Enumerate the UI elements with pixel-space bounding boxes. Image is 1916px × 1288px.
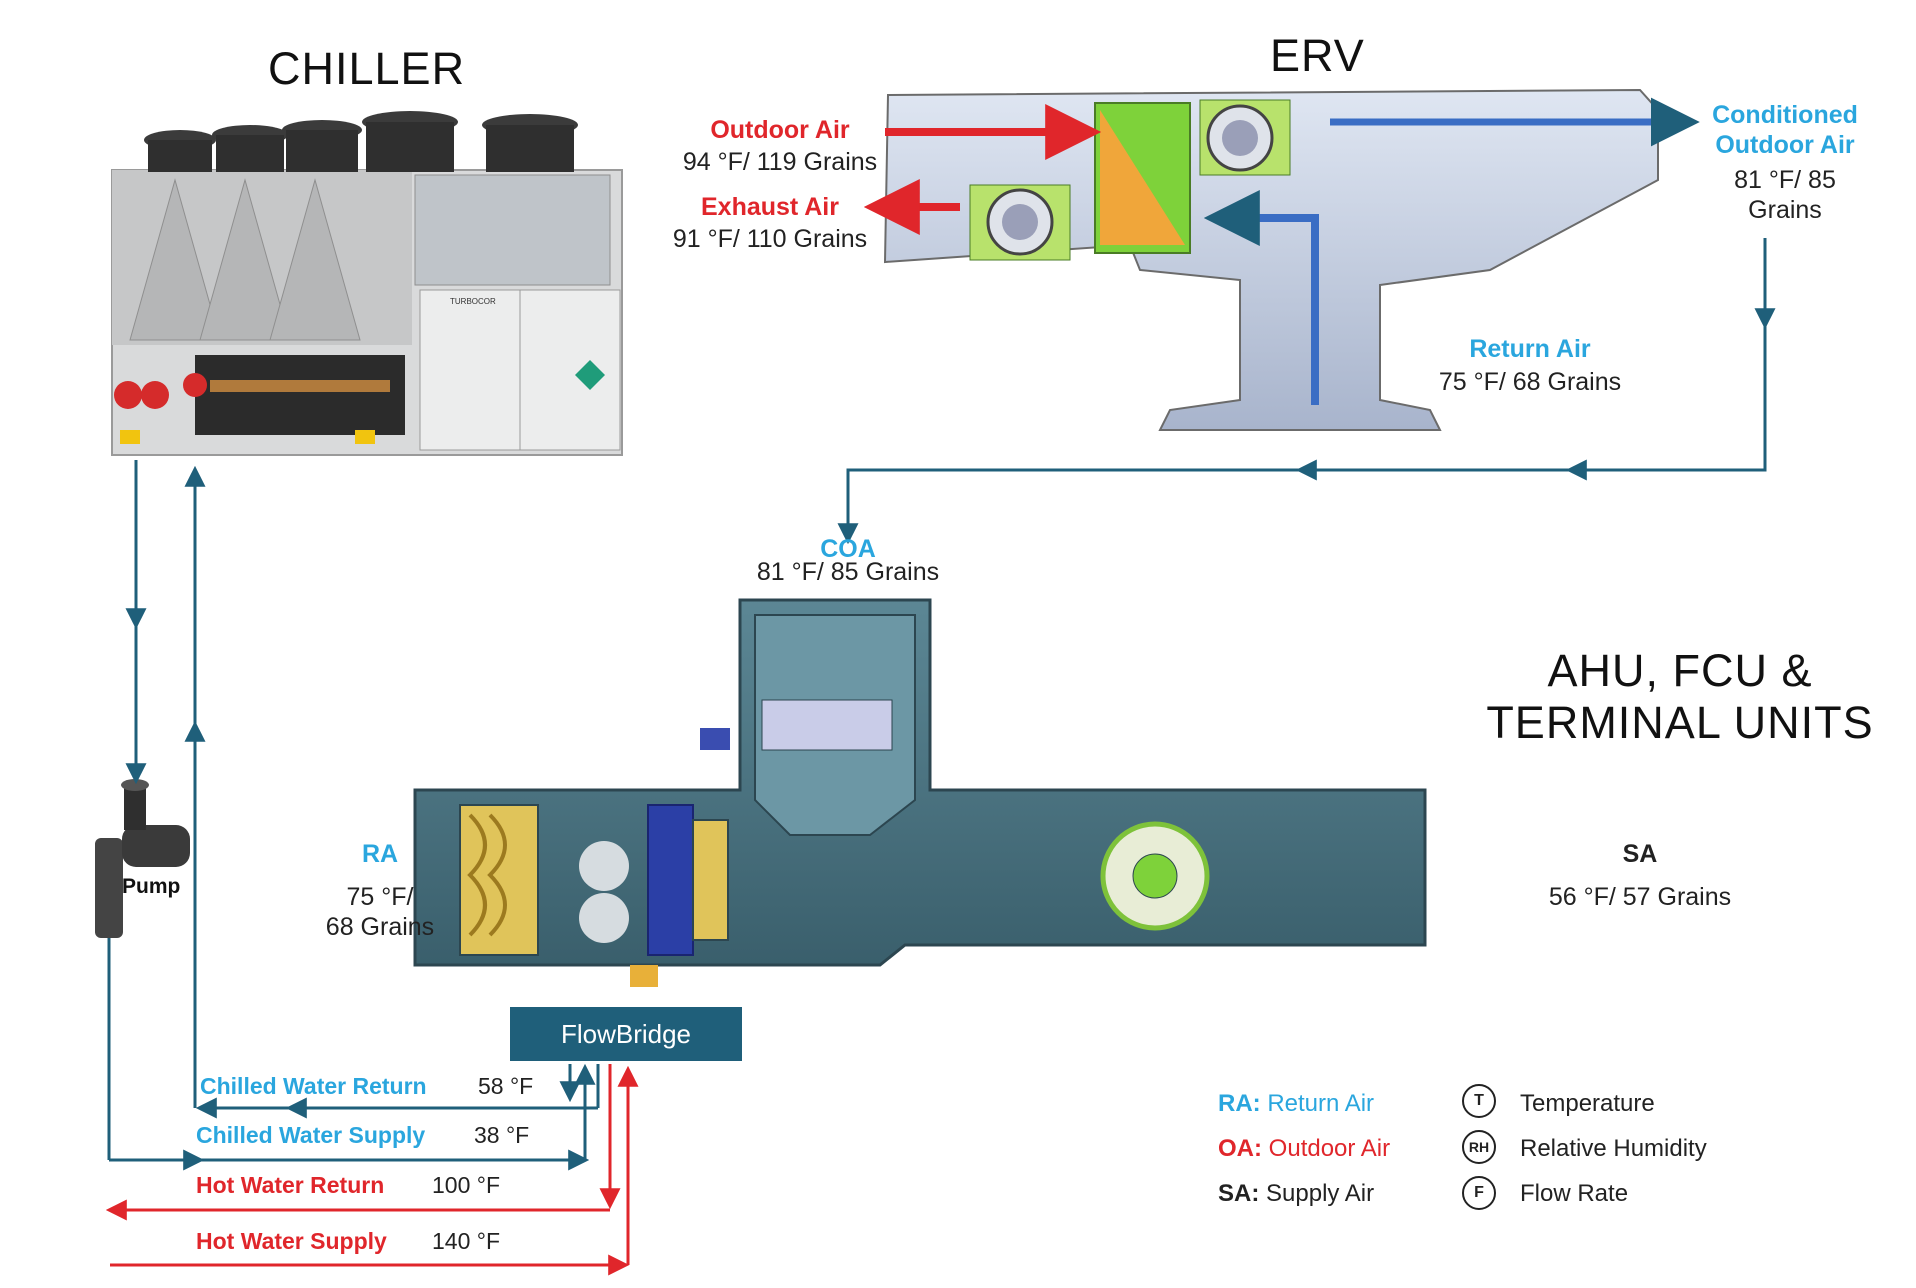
chiller-unit bbox=[111, 169, 623, 456]
legend-ra: RA: Return Air bbox=[1218, 1092, 1374, 1116]
hw-supply-label: Hot Water Supply bbox=[196, 1228, 387, 1254]
relative-humidity-legend-text: Relative Humidity bbox=[1520, 1135, 1707, 1162]
sa-label: SA bbox=[1622, 840, 1658, 868]
conditioned-outdoor-air-value-2: Grains bbox=[1748, 196, 1822, 224]
erv-unit bbox=[883, 88, 1659, 431]
legend-oa-text: Outdoor Air bbox=[1268, 1135, 1391, 1162]
coa-label: COA bbox=[820, 535, 876, 563]
conditioned-outdoor-air-label-1: Conditioned bbox=[1712, 101, 1858, 129]
chiller-fans bbox=[144, 111, 578, 172]
chiller-title: CHILLER bbox=[268, 43, 466, 94]
flow-rate-legend-text: Flow Rate bbox=[1520, 1180, 1629, 1207]
conditioned-outdoor-air-value-1: 81 °F/ 85 bbox=[1734, 166, 1836, 194]
erv-ra-arrow bbox=[1203, 190, 1319, 405]
flow-rate-symbol: F bbox=[1462, 1176, 1496, 1210]
outdoor-air-label: Outdoor Air bbox=[710, 116, 850, 144]
legend-sa-abbr: SA: bbox=[1218, 1180, 1260, 1207]
chilled-water-piping bbox=[107, 460, 600, 1171]
chw-return-label: Chilled Water Return bbox=[200, 1073, 427, 1099]
hw-return-value: 100 °F bbox=[432, 1172, 501, 1198]
conditioned-outdoor-air-label-2: Outdoor Air bbox=[1715, 131, 1855, 159]
hw-supply-value: 140 °F bbox=[432, 1228, 501, 1254]
pump-label: Pump bbox=[122, 875, 181, 898]
chw-return-value: 58 °F bbox=[478, 1073, 534, 1099]
coa-value: 81 °F/ 85 Grains bbox=[756, 558, 940, 586]
ra-label: RA bbox=[361, 840, 399, 868]
ra-value-2: 68 Grains bbox=[325, 913, 435, 941]
exhaust-air-value: 91 °F/ 110 Grains bbox=[672, 225, 868, 253]
flowbridge-box: FlowBridge bbox=[510, 1007, 742, 1061]
ra-value-1: 75 °F/ bbox=[346, 883, 414, 911]
pump bbox=[95, 779, 190, 938]
chw-supply-label: Chilled Water Supply bbox=[196, 1122, 426, 1148]
erv-title: ERV bbox=[1270, 30, 1365, 81]
legend-ra-text: Return Air bbox=[1267, 1090, 1375, 1117]
sa-value: 56 °F/ 57 Grains bbox=[1548, 883, 1732, 911]
legend-sa-text: Supply Air bbox=[1266, 1180, 1375, 1207]
ahu-unit bbox=[413, 598, 1427, 987]
return-air-label: Return Air bbox=[1469, 335, 1591, 363]
temperature-symbol: T bbox=[1462, 1084, 1496, 1118]
hot-water-piping bbox=[105, 1064, 639, 1276]
ahu-title-line2: TERMINAL UNITS bbox=[1486, 697, 1874, 748]
return-air-value: 75 °F/ 68 Grains bbox=[1438, 368, 1622, 396]
chiller-brand: TURBOCOR bbox=[450, 297, 496, 306]
temperature-legend-text: Temperature bbox=[1520, 1090, 1655, 1117]
hw-return-label: Hot Water Return bbox=[196, 1172, 385, 1198]
outdoor-air-value: 94 °F/ 119 Grains bbox=[682, 148, 878, 176]
chw-supply-value: 38 °F bbox=[474, 1122, 530, 1148]
legend-sa: SA: Supply Air bbox=[1218, 1182, 1374, 1206]
relative-humidity-symbol: RH bbox=[1462, 1130, 1496, 1164]
exhaust-air-label: Exhaust Air bbox=[700, 193, 839, 221]
legend-oa-abbr: OA: bbox=[1218, 1135, 1262, 1162]
legend-oa: OA: Outdoor Air bbox=[1218, 1137, 1390, 1161]
legend-ra-abbr: RA: bbox=[1218, 1090, 1261, 1117]
ahu-title-line1: AHU, FCU & bbox=[1547, 645, 1813, 696]
